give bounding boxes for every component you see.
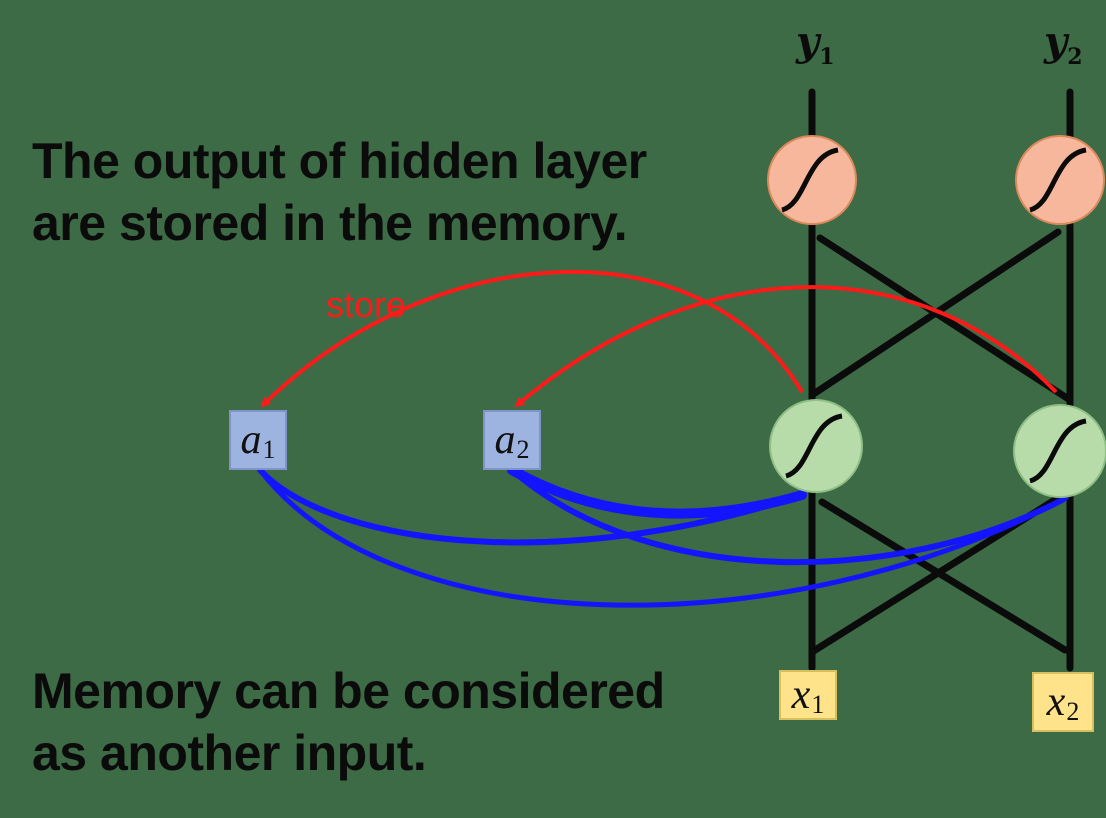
output-label-y1: y1 xyxy=(796,18,835,71)
sigmoid-icon xyxy=(1029,418,1087,484)
store-arrow-h1-a1 xyxy=(260,269,804,408)
link-a2-h1 xyxy=(507,465,807,519)
caption-top-line1: The output of hidden layer xyxy=(32,133,647,189)
caption-hidden-layer-stored: The output of hidden layer are stored in… xyxy=(32,130,647,254)
cross-link-h2-o1 xyxy=(816,234,1074,404)
store-arrow-h2-a2 xyxy=(514,285,1058,408)
sigmoid-icon xyxy=(785,413,843,479)
output-neuron-2 xyxy=(1015,135,1105,225)
cross-link-x2-h1 xyxy=(818,498,1069,654)
hidden-neuron-2 xyxy=(1013,404,1106,498)
output-neuron-1 xyxy=(767,135,857,225)
hidden-neuron-1 xyxy=(769,399,863,493)
sigmoid-icon xyxy=(1029,147,1087,213)
caption-bottom-line2: as another input. xyxy=(32,725,427,781)
store-arrows xyxy=(260,269,1058,408)
link-a1-h2 xyxy=(257,467,1069,608)
link-a2-h2 xyxy=(509,467,1065,566)
caption-memory-input: Memory can be considered as another inpu… xyxy=(32,660,665,784)
link-a1-h1 xyxy=(257,467,805,546)
output-label-y2: y2 xyxy=(1044,18,1083,71)
sigmoid-icon xyxy=(781,147,839,213)
store-label: store xyxy=(326,284,407,325)
caption-top-line2: are stored in the memory. xyxy=(32,195,628,251)
memory-links xyxy=(257,465,1069,608)
caption-bottom-line1: Memory can be considered xyxy=(32,663,665,719)
